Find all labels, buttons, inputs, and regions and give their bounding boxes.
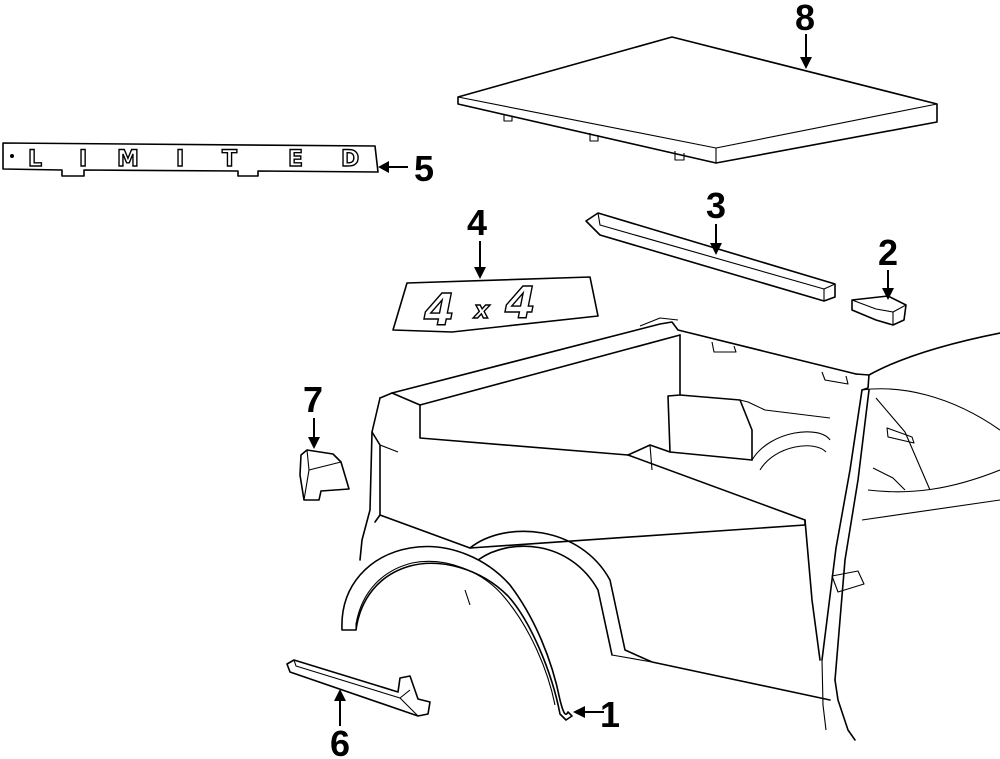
callout-label: 1: [600, 694, 620, 735]
end-cap-molding-part: [851, 295, 907, 326]
limited-letter: I: [79, 147, 87, 172]
callout-label: 4: [467, 202, 487, 243]
arrowhead: [334, 689, 346, 701]
limited-letter: E: [288, 147, 303, 172]
callout-label: 5: [414, 148, 434, 189]
decal-number: 4: [504, 278, 536, 329]
bracket-part: [299, 449, 350, 501]
arrowhead: [800, 57, 812, 69]
callout-label: 3: [706, 185, 726, 226]
limited-letter: M: [117, 147, 139, 172]
callout-labels: 1 2 3 4 5 6 7 8: [303, 0, 898, 759]
decal-number: 4: [423, 285, 455, 336]
rocker-molding-part: [286, 659, 431, 717]
wheel-flare-part: [341, 545, 573, 721]
limited-letter: D: [341, 147, 359, 172]
callout-label: 8: [795, 0, 815, 38]
arrowhead: [308, 437, 320, 449]
callout-arrows: [308, 34, 894, 726]
arrowhead: [378, 161, 389, 173]
arrowhead: [882, 288, 894, 300]
limited-letter: T: [222, 147, 237, 172]
limited-letter: L: [28, 147, 42, 172]
four-by-four-decal-part: 4 x 4: [392, 276, 599, 337]
limited-letter: I: [176, 147, 184, 172]
pickup-truck-body: [359, 317, 1000, 741]
arrowhead: [710, 243, 722, 255]
callout-label: 2: [878, 232, 898, 273]
bed-rail-cap-part: [585, 212, 836, 302]
arrowhead: [474, 267, 486, 279]
arrowhead: [573, 706, 585, 718]
callout-label: 6: [330, 723, 350, 759]
tonneau-cover-part: [457, 36, 938, 164]
decal-letter: x: [473, 296, 491, 324]
limited-emblem-part: L I M I T E D: [2, 142, 379, 177]
callout-label: 7: [303, 379, 323, 420]
